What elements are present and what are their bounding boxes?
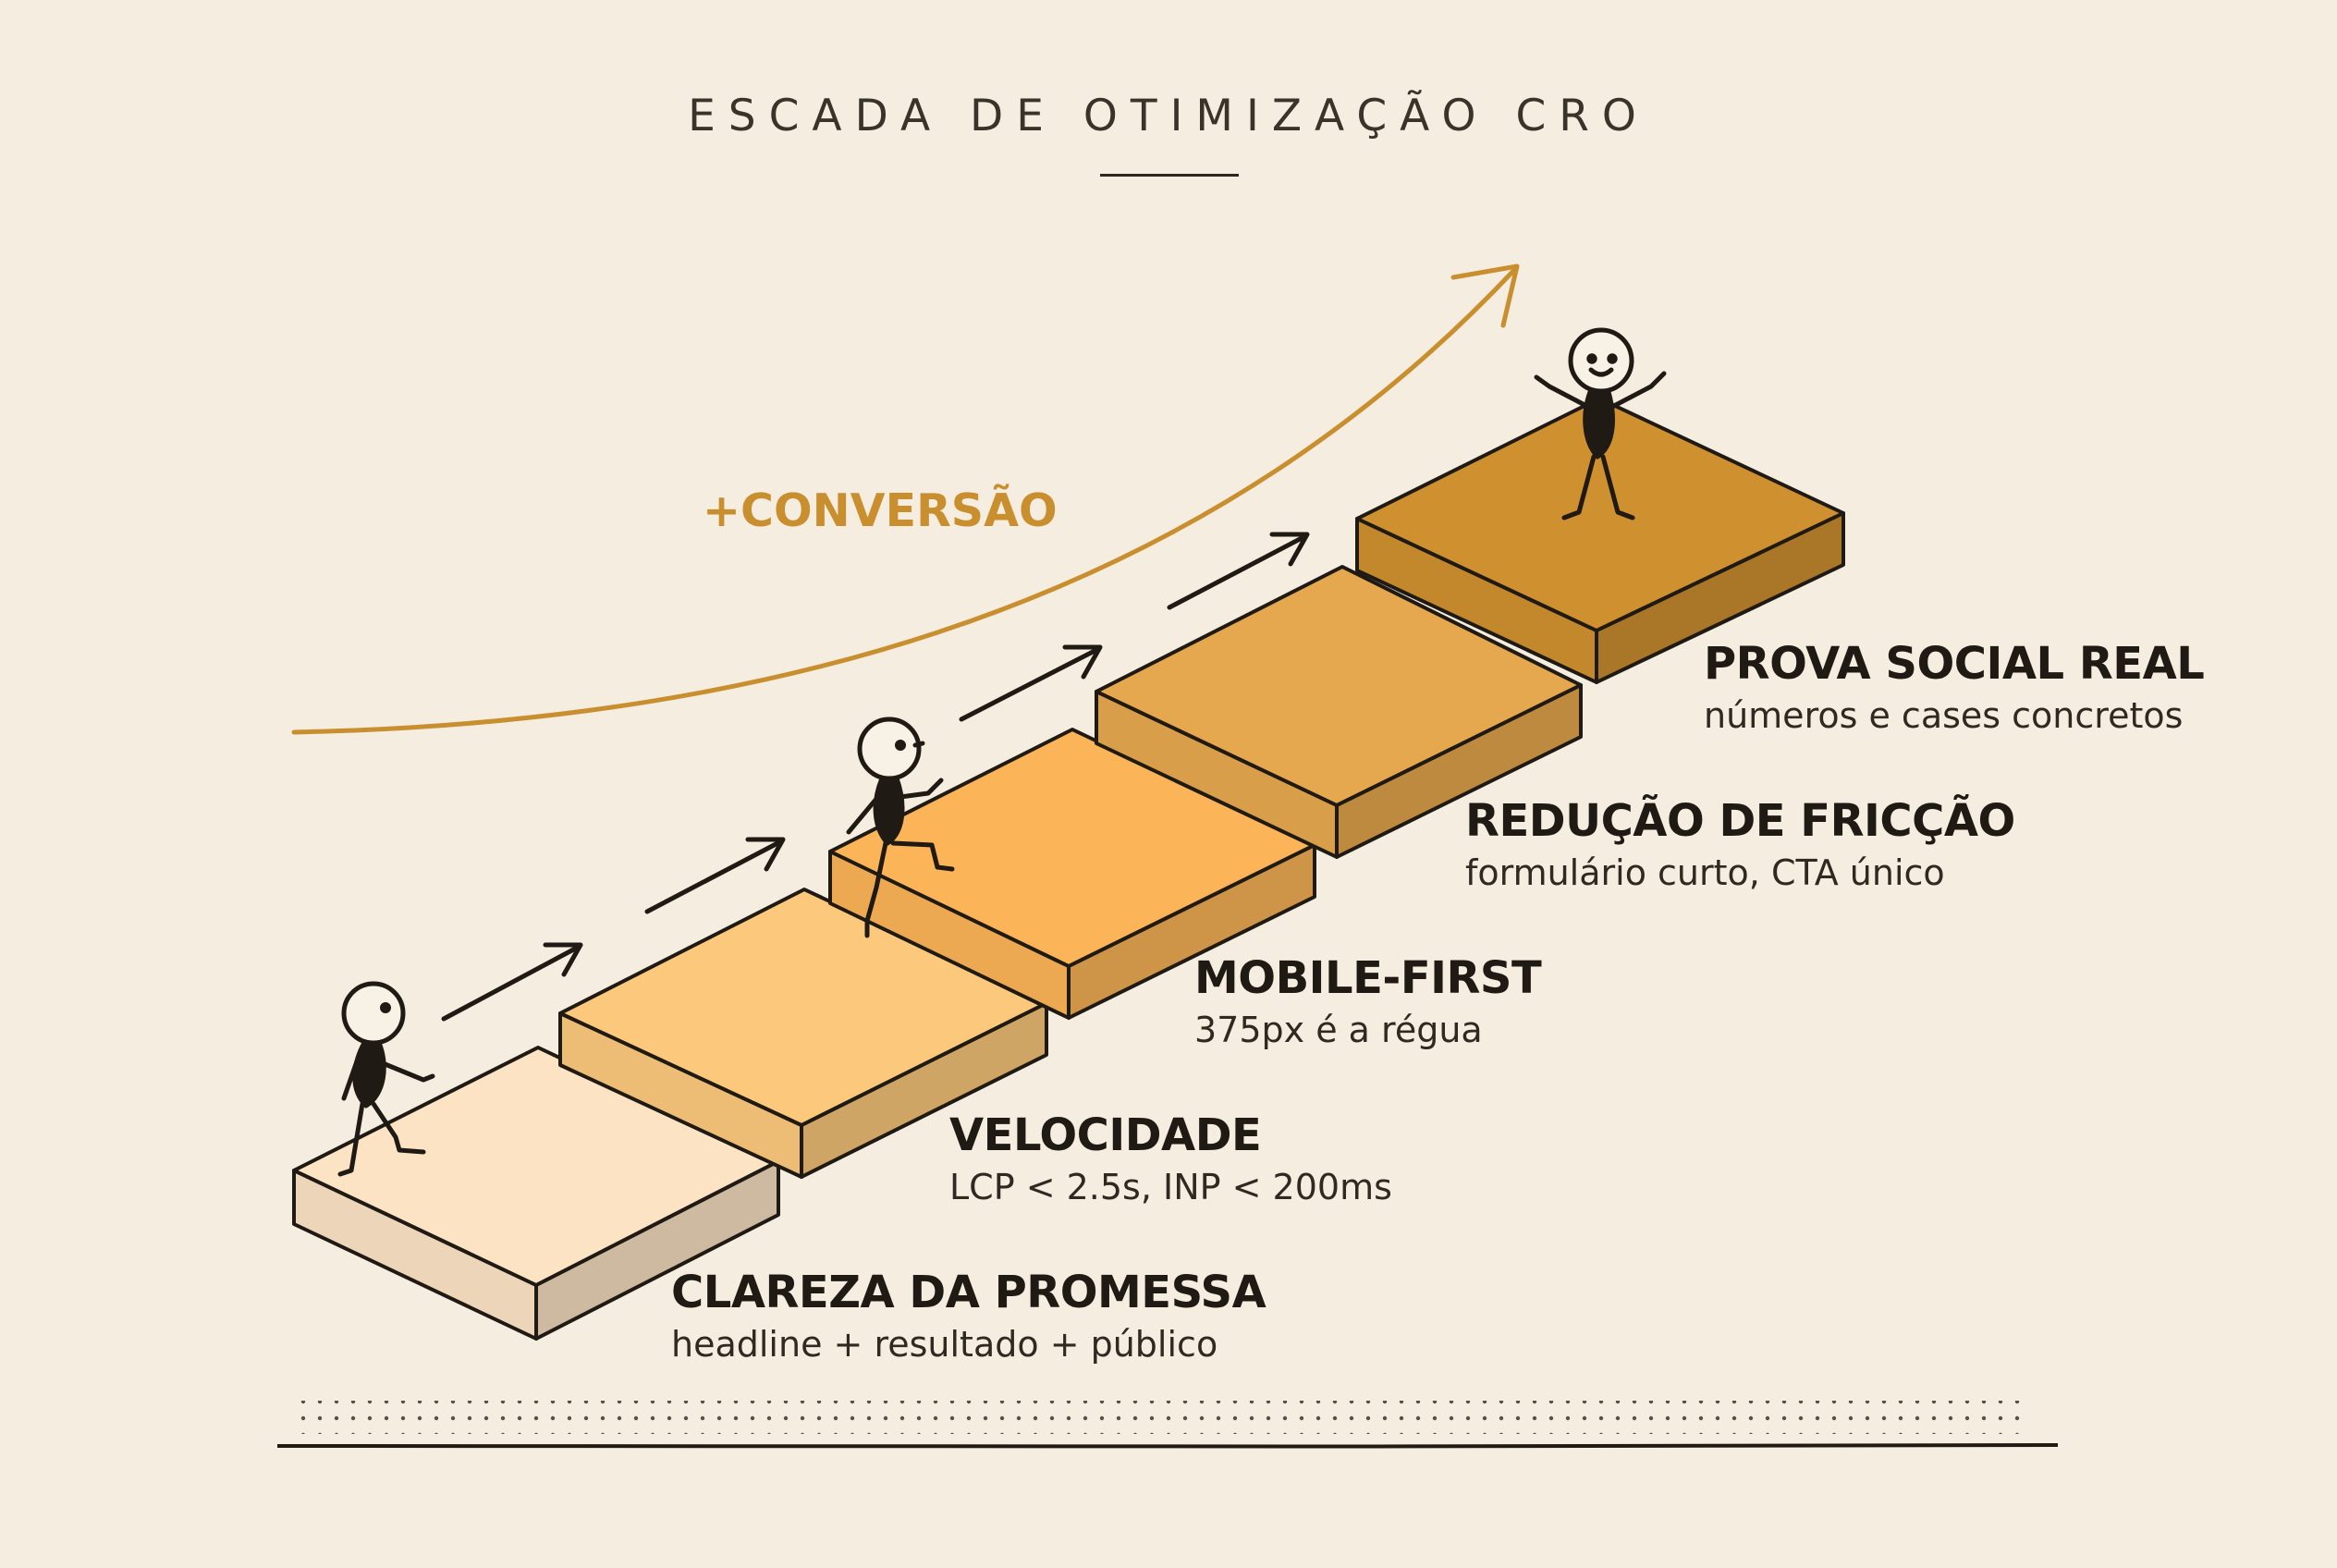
step-block-5 [1355, 397, 1845, 684]
step-arrow [1167, 532, 1310, 610]
step-3-label: MOBILE-FIRST 375px é a régua [1194, 952, 1542, 1050]
step-arrow [959, 644, 1103, 722]
steps-layer [292, 397, 1845, 1341]
step-4-subtitle: formulário curto, CTA único [1465, 852, 1945, 893]
diagram-title: ESCADA DE OTIMIZAÇÃO CRO [688, 91, 1649, 141]
conversion-growth-label: +CONVERSÃO [703, 484, 1058, 537]
growth-arrow-curve [291, 267, 1517, 735]
step-block-4 [1095, 565, 1583, 859]
step-1-label: CLAREZA DA PROMESSA headline + resultado… [671, 1267, 1266, 1365]
step-2-title: VELOCIDADE [949, 1109, 1262, 1161]
step-1-subtitle: headline + resultado + público [671, 1324, 1218, 1365]
ground-dots [294, 1401, 2023, 1434]
step-3-title: MOBILE-FIRST [1194, 952, 1542, 1004]
step-5-subtitle: números e cases concretos [1704, 695, 2184, 736]
step-2-label: VELOCIDADE LCP < 2.5s, INP < 200ms [949, 1109, 1392, 1207]
step-top-face [1095, 565, 1583, 807]
figure-walking [337, 981, 435, 1177]
step-4-label: REDUÇÃO DE FRICÇÃO formulário curto, CTA… [1465, 795, 2015, 893]
step-arrow [644, 837, 786, 914]
step-1-title: CLAREZA DA PROMESSA [671, 1267, 1266, 1318]
step-5-title: PROVA SOCIAL REAL [1704, 638, 2205, 690]
title-underline [1100, 174, 1239, 177]
step-3-subtitle: 375px é a régua [1194, 1010, 1483, 1050]
step-arrow [441, 942, 583, 1022]
step-4-title: REDUÇÃO DE FRICÇÃO [1465, 795, 2015, 847]
figure-celebrating [1534, 327, 1667, 521]
step-5-label: PROVA SOCIAL REAL números e cases concre… [1704, 638, 2205, 736]
growth-arrow-head [1450, 263, 1520, 328]
figure-sitting [846, 717, 955, 938]
ground-line [276, 1442, 2059, 1449]
step-top-face [1355, 397, 1845, 632]
step-2-subtitle: LCP < 2.5s, INP < 200ms [949, 1167, 1392, 1207]
